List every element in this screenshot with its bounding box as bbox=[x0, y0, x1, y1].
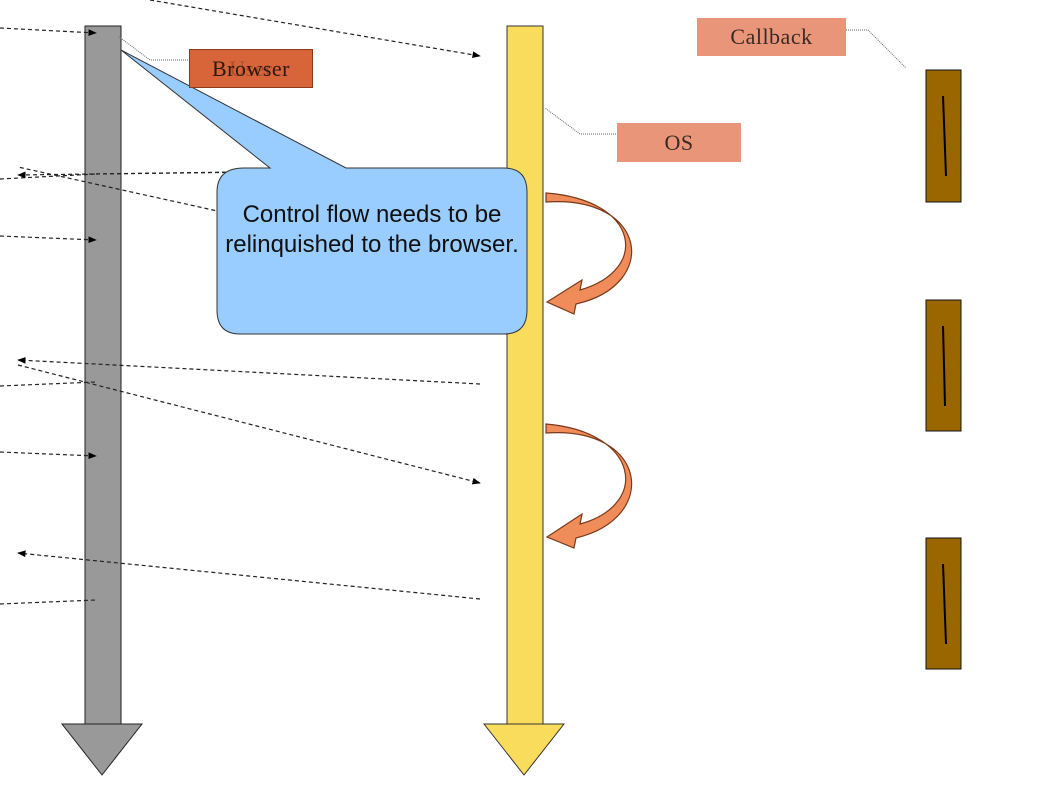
dashed-arrow bbox=[0, 451, 97, 460]
browser-timeline bbox=[60, 25, 144, 776]
curved-arrow bbox=[545, 423, 633, 549]
callback-block-3 bbox=[925, 537, 962, 670]
os-label-text: OS bbox=[664, 129, 694, 155]
label-connectors bbox=[117, 29, 907, 135]
callback-block-1 bbox=[925, 69, 962, 203]
callback-block-2 bbox=[925, 299, 962, 432]
callout-text: Control flow needs to be relinquished to… bbox=[225, 201, 519, 258]
dashed-arrow bbox=[149, 0, 481, 59]
browser-label-overlap-text: User bbox=[229, 55, 273, 81]
dashed-arrow bbox=[0, 235, 97, 244]
dashed-arrow bbox=[0, 173, 97, 180]
dashed-arrow bbox=[17, 550, 481, 600]
dashed-arrow bbox=[17, 364, 481, 485]
dashed-arrow bbox=[0, 27, 97, 36]
os-timeline bbox=[482, 25, 566, 776]
os-label: OS bbox=[617, 123, 741, 162]
callout-bubble bbox=[120, 49, 528, 335]
dashed-arrow bbox=[17, 357, 481, 385]
browser-label-text: Browser bbox=[211, 55, 291, 81]
dashed-arrow bbox=[0, 599, 97, 605]
callback-label: Callback bbox=[697, 18, 846, 56]
dashed-arrow bbox=[0, 381, 97, 387]
dashed-arrow bbox=[17, 171, 241, 179]
callback-label-text: Callback bbox=[730, 24, 813, 49]
message-arrows bbox=[0, 0, 481, 605]
browser-label: User Browser bbox=[189, 49, 313, 88]
curved-arrow bbox=[545, 192, 633, 315]
